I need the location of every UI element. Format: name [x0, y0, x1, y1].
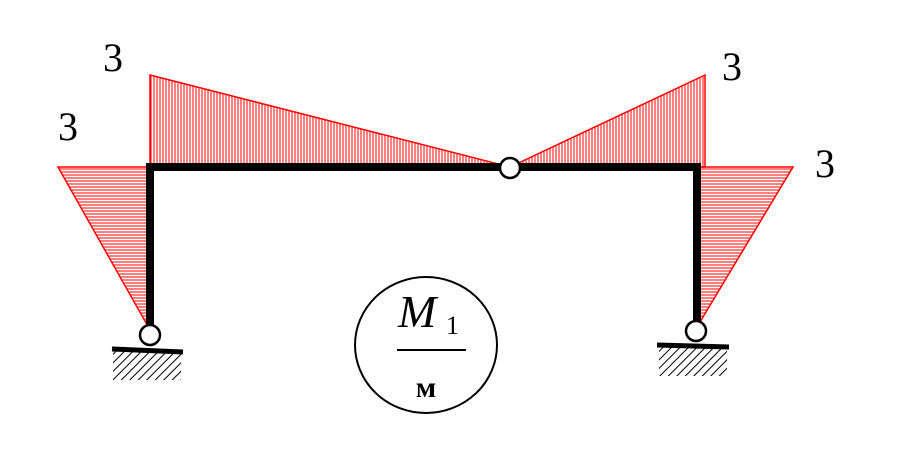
left-ground-hatch [113, 350, 181, 380]
moment-area-right-column [696, 166, 795, 330]
right-support [656, 319, 730, 376]
frame-members [146, 163, 701, 330]
right-pin-icon [684, 319, 708, 343]
moment-area-right-beam [509, 73, 706, 168]
value-label-right-column: 3 [815, 141, 835, 186]
left-support [111, 323, 184, 380]
value-label-right-beam: 3 [722, 44, 742, 89]
right-ground-line [656, 342, 730, 350]
left-ground-line [111, 346, 184, 355]
value-label-left-beam: 3 [103, 35, 123, 80]
badge-circle [354, 276, 498, 414]
badge-unit: м [416, 371, 436, 404]
moment-area-group [56, 73, 795, 333]
moment-area-left-column [56, 166, 151, 333]
right-ground-hatch [659, 346, 727, 376]
value-label-left-column: 3 [58, 104, 78, 149]
left-pin-icon [138, 323, 162, 347]
moment-area-left-beam [149, 74, 511, 168]
frame [146, 163, 701, 330]
badge-symbol: M [397, 286, 439, 337]
diagram-badge: M 1 м [354, 276, 498, 414]
badge-subscript: 1 [446, 311, 459, 340]
middle-hinge-icon [498, 156, 522, 180]
